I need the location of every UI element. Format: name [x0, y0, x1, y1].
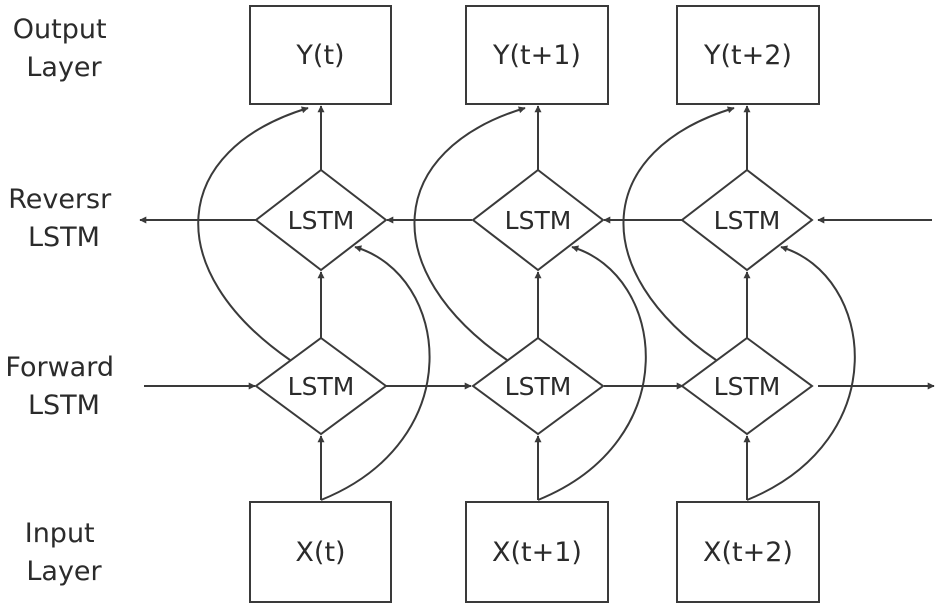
- output-box-3-label: Y(t+2): [703, 40, 792, 71]
- input-layer-label: Input Layer: [25, 518, 104, 587]
- output-box-3: Y(t+2): [676, 5, 820, 105]
- reverse-lstm-node-1: LSTM: [254, 168, 388, 272]
- input-box-2-label: X(t+1): [492, 537, 582, 568]
- output-box-1: Y(t): [249, 5, 392, 105]
- forward-lstm-node-2: LSTM: [471, 336, 605, 436]
- forward-lstm-node-3: LSTM: [680, 336, 814, 436]
- col2-input-to-reverse-curve: [537, 245, 647, 501]
- forward-lstm-node-1: LSTM: [254, 336, 388, 436]
- output-box-2: Y(t+1): [465, 5, 609, 105]
- reverse-lstm-node-1-label: LSTM: [288, 206, 355, 235]
- input-box-3: X(t+2): [676, 501, 820, 603]
- input-box-1-label: X(t): [295, 537, 345, 568]
- output-layer-label: Output Layer: [13, 14, 115, 83]
- col1-input-to-reverse-curve: [320, 245, 431, 501]
- col2-forward-to-output-curve: [413, 106, 526, 361]
- output-box-1-label: Y(t): [295, 40, 344, 71]
- col1-forward-to-output-curve: [197, 106, 309, 361]
- input-box-3-label: X(t+2): [703, 537, 793, 568]
- forward-lstm-node-1-label: LSTM: [288, 372, 355, 401]
- forward-lstm-node-2-label: LSTM: [505, 372, 572, 401]
- input-box-2: X(t+1): [465, 501, 609, 603]
- reverse-lstm-node-3-label: LSTM: [714, 206, 781, 235]
- forward-lstm-label: Forward LSTM: [5, 352, 122, 421]
- reverse-lstm-node-2-label: LSTM: [505, 206, 572, 235]
- col3-input-to-reverse-curve: [746, 245, 856, 501]
- reverse-lstm-node-2: LSTM: [471, 168, 605, 272]
- output-box-2-label: Y(t+1): [492, 40, 581, 71]
- reverse-lstm-node-3: LSTM: [680, 168, 814, 272]
- reverse-lstm-label: Reversr LSTM: [8, 184, 120, 253]
- forward-lstm-node-3-label: LSTM: [714, 372, 781, 401]
- col3-forward-to-output-curve: [622, 106, 735, 361]
- input-box-1: X(t): [249, 501, 392, 603]
